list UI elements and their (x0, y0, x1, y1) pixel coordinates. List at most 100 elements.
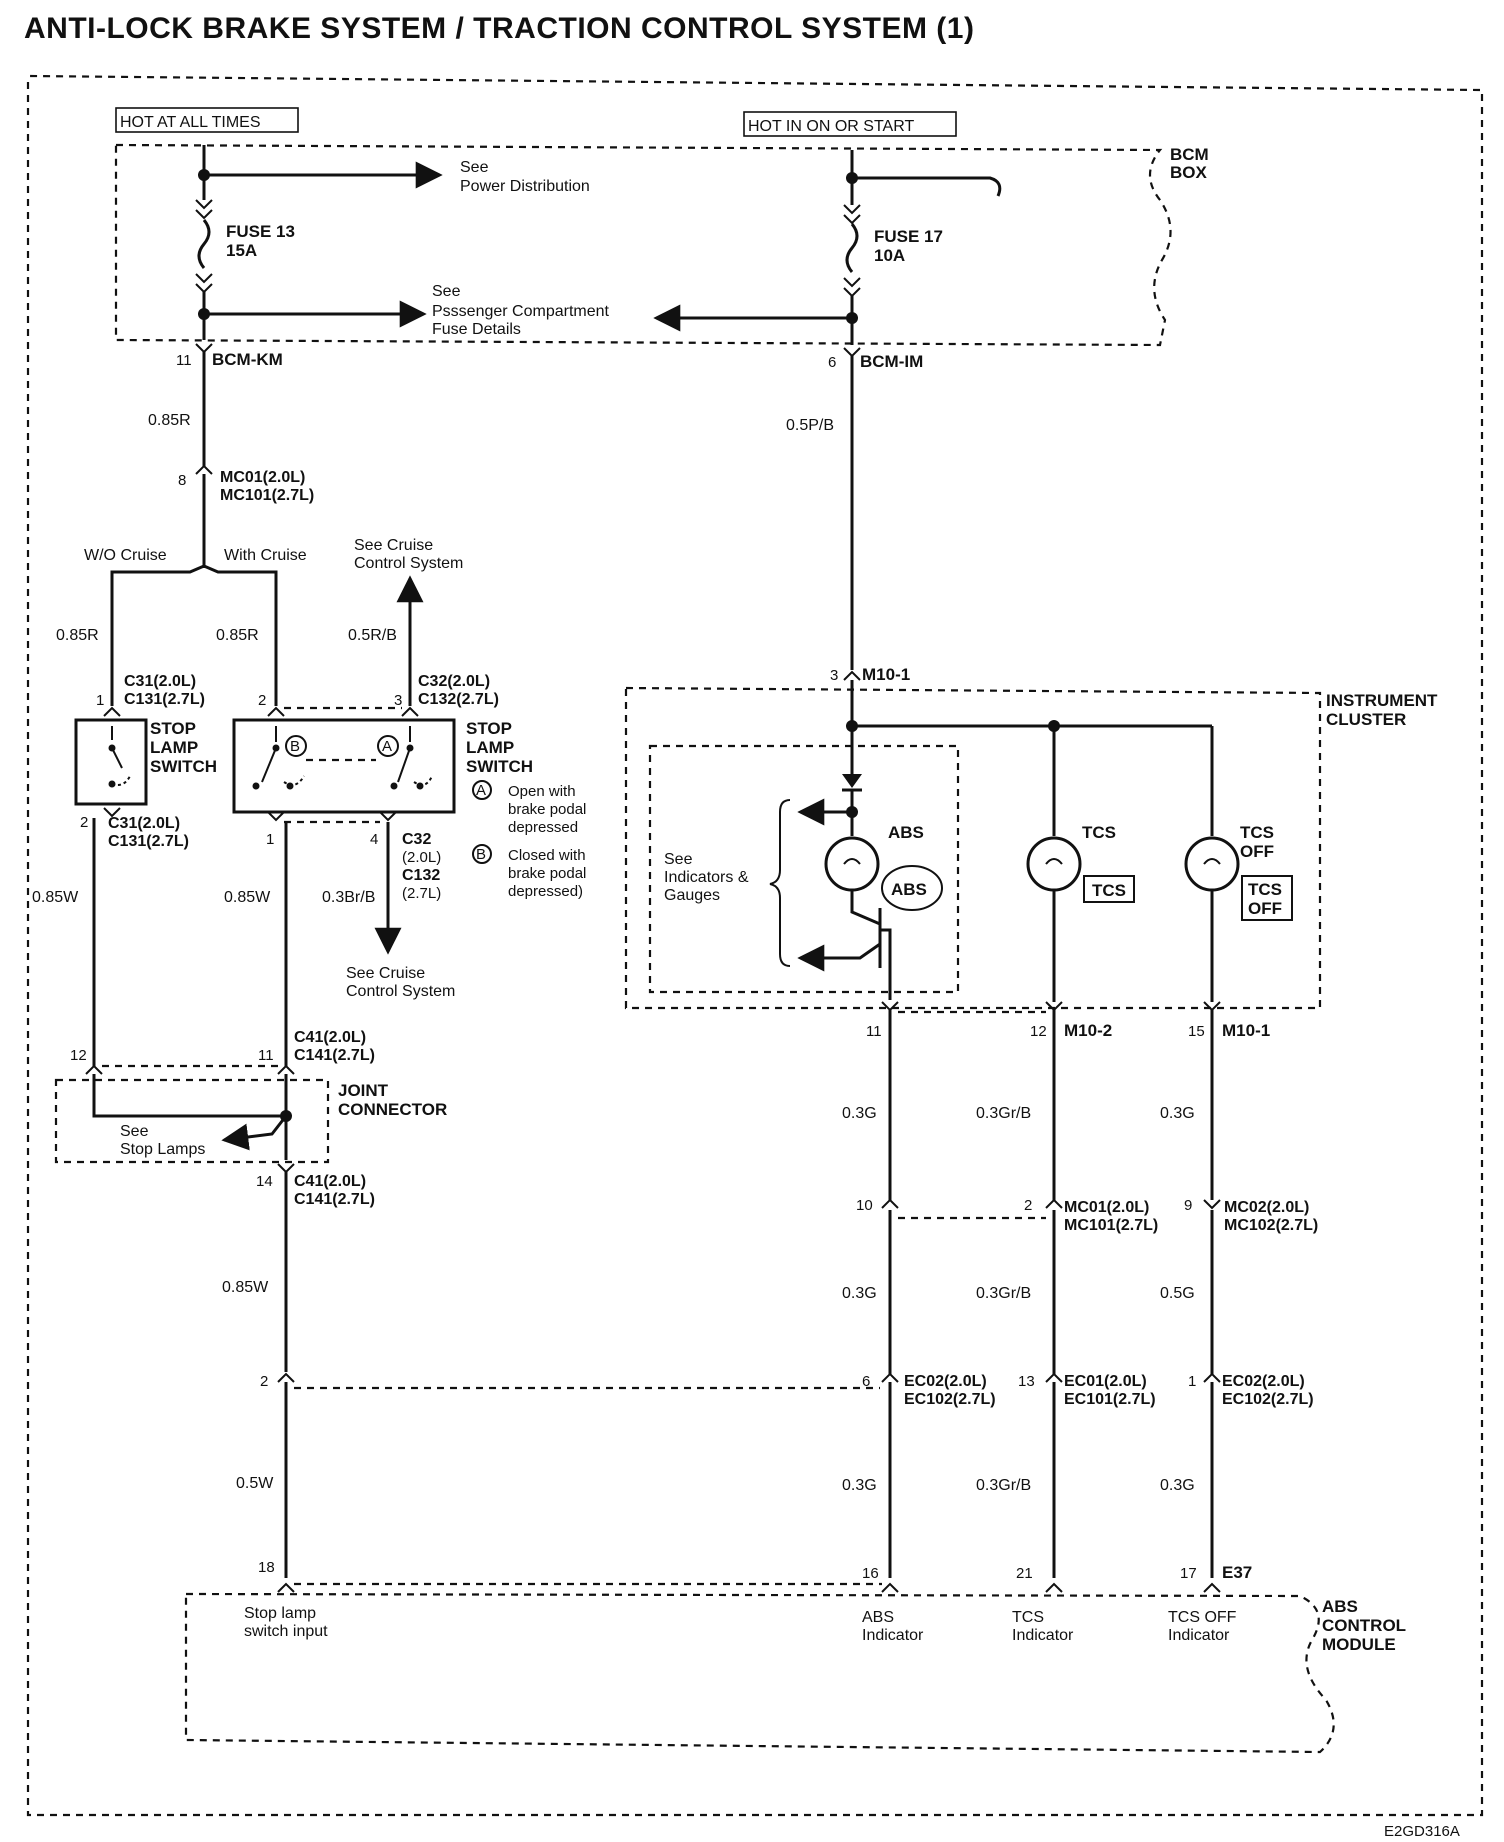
c31-bot-connector (103, 807, 121, 818)
note-b-1: Closed with (508, 847, 586, 864)
c41-top-connector-a (85, 1064, 103, 1075)
stop-lamp-switch2-label-3: SWITCH (466, 757, 533, 776)
indicators-ref-3: Gauges (664, 887, 720, 904)
c32-top-pin-b: 3 (394, 692, 402, 709)
tcs-off-label-1: TCS (1240, 823, 1274, 842)
pass-comp-ref-1: See (432, 283, 461, 300)
tcs-lamp-filament (1045, 858, 1063, 865)
mc02-connector (1203, 1199, 1221, 1210)
stop-lamp-switch2-label-1: STOP (466, 719, 512, 738)
switch-pivot (390, 782, 398, 790)
c31-bot-l1: C31(2.0L) (108, 815, 180, 832)
e37-connector-d (1203, 1582, 1221, 1593)
bcm-box-label-1: BCM (1170, 145, 1209, 164)
fuse17-connector-bot (843, 277, 861, 298)
ec02-left-pin-b: 6 (862, 1373, 870, 1390)
e37-pin-b: 16 (862, 1565, 879, 1582)
wire-label-085r-b: 0.85R (216, 627, 259, 644)
m10-1-top-name: M10-1 (862, 665, 910, 684)
switch-blade (111, 747, 123, 769)
m10-2-pin-a: 11 (866, 1023, 882, 1040)
c41-bot-l2: C141(2.7L) (294, 1191, 375, 1208)
ec01-connector (1045, 1372, 1063, 1383)
note-b-2: brake podal (508, 865, 586, 882)
tcs-off-badge-1: TCS (1248, 880, 1282, 899)
abs-control-module-box (184, 1592, 1335, 1754)
indicators-ref-2: Indicators & (664, 869, 749, 886)
wire-label-off-3: 0.3G (1160, 1477, 1195, 1494)
switch-pivot (108, 744, 116, 752)
bcm-km-name: BCM-KM (212, 350, 283, 369)
indicators-sub-box (648, 744, 960, 994)
wire-label-085w-a: 0.85W (32, 889, 79, 906)
wire-label-05pb: 0.5P/B (786, 417, 834, 434)
tcs-off-lamp-filament (1203, 858, 1221, 865)
hot-at-all-times-label: HOT AT ALL TIMES (120, 114, 261, 131)
joint-label-2: CONNECTOR (338, 1100, 447, 1119)
diagram-code: E2GD316A (1384, 1823, 1460, 1840)
e37-name: E37 (1222, 1563, 1252, 1582)
mc01-right-l2: MC101(2.7L) (1064, 1217, 1158, 1234)
mc01-left-l2: MC101(2.7L) (220, 487, 314, 504)
switch-arc (283, 775, 305, 786)
c41-bot-connector (277, 1163, 295, 1174)
c32-bot-pin-b: 4 (370, 831, 378, 848)
abs-lamp-filament (843, 858, 861, 865)
e37-connector-b (881, 1582, 899, 1593)
abs-lamp-icon (824, 836, 880, 892)
wire-label-tcs-1: 0.3Gr/B (976, 1105, 1031, 1122)
joint-connector-box (54, 1078, 330, 1164)
ec02-left-pin-a: 2 (260, 1373, 268, 1390)
c41-top-l2: C141(2.7L) (294, 1047, 375, 1064)
wire-label-05rb: 0.5R/B (348, 627, 397, 644)
ec01-pin: 13 (1018, 1373, 1035, 1390)
bcm-box-label-2: BOX (1170, 163, 1208, 182)
wire-transistor-collector (880, 928, 892, 1000)
c41-top-pin-b: 11 (258, 1047, 274, 1064)
c32-top-l2: C132(2.7L) (418, 691, 499, 708)
fuse17-connector-top (843, 204, 861, 225)
diode-icon (842, 774, 862, 788)
switch-b-marker (285, 735, 307, 757)
stop-lamp-switch-label-2: LAMP (150, 738, 198, 757)
branch-wo-cruise: W/O Cruise (84, 547, 167, 564)
m10-1-right-pin: 15 (1188, 1023, 1205, 1040)
wire-label-off-2: 0.5G (1160, 1285, 1195, 1302)
c31-top-connector (103, 706, 121, 717)
mc01-left-l1: MC01(2.0L) (220, 469, 305, 486)
mc01-right-l1: MC01(2.0L) (1064, 1199, 1149, 1216)
ec02-right-connector (1203, 1372, 1221, 1383)
m10-2-name: M10-2 (1064, 1021, 1112, 1040)
c32-bot-l4: (2.7L) (402, 885, 441, 902)
wire-label-abs-1: 0.3G (842, 1105, 877, 1122)
diagram-frame (26, 74, 1484, 1817)
abs-indicator-2: Indicator (862, 1627, 924, 1644)
mc01-right-connector-b (1045, 1198, 1063, 1209)
mc02-l1: MC02(2.0L) (1224, 1199, 1309, 1216)
switch-a-marker (377, 735, 399, 757)
wire-label-085r-a: 0.85R (56, 627, 99, 644)
tcs-off-badge (1241, 875, 1293, 921)
off-indicator-1: TCS OFF (1168, 1609, 1237, 1626)
ec01-l1: EC01(2.0L) (1064, 1373, 1147, 1390)
tcs-lamp-icon (1026, 836, 1082, 892)
wire-label-off-1: 0.3G (1160, 1105, 1195, 1122)
note-a-3: depressed (508, 819, 578, 836)
tcs-off-label-2: OFF (1240, 842, 1274, 861)
cruise-top-ref-2: Control System (354, 555, 463, 572)
switch-blade-a (397, 747, 411, 783)
c32-bot-l2: (2.0L) (402, 849, 441, 866)
stop-lamp-switch-label-3: SWITCH (150, 757, 217, 776)
e37-pin-a: 18 (258, 1559, 275, 1576)
c32-top-pin-a: 2 (258, 692, 266, 709)
stop-lamp-switch2-label-2: LAMP (466, 738, 514, 757)
stop-input-2: switch input (244, 1623, 328, 1640)
switch-arc (413, 775, 433, 786)
note-b-marker (472, 844, 492, 864)
bcm-im-pin: 6 (828, 354, 836, 371)
c31-top-l2: C131(2.7L) (124, 691, 205, 708)
cruise-bottom-ref-1: See Cruise (346, 965, 425, 982)
ec02-left-l1: EC02(2.0L) (904, 1373, 987, 1390)
m10-2-pin-b: 12 (1030, 1023, 1047, 1040)
